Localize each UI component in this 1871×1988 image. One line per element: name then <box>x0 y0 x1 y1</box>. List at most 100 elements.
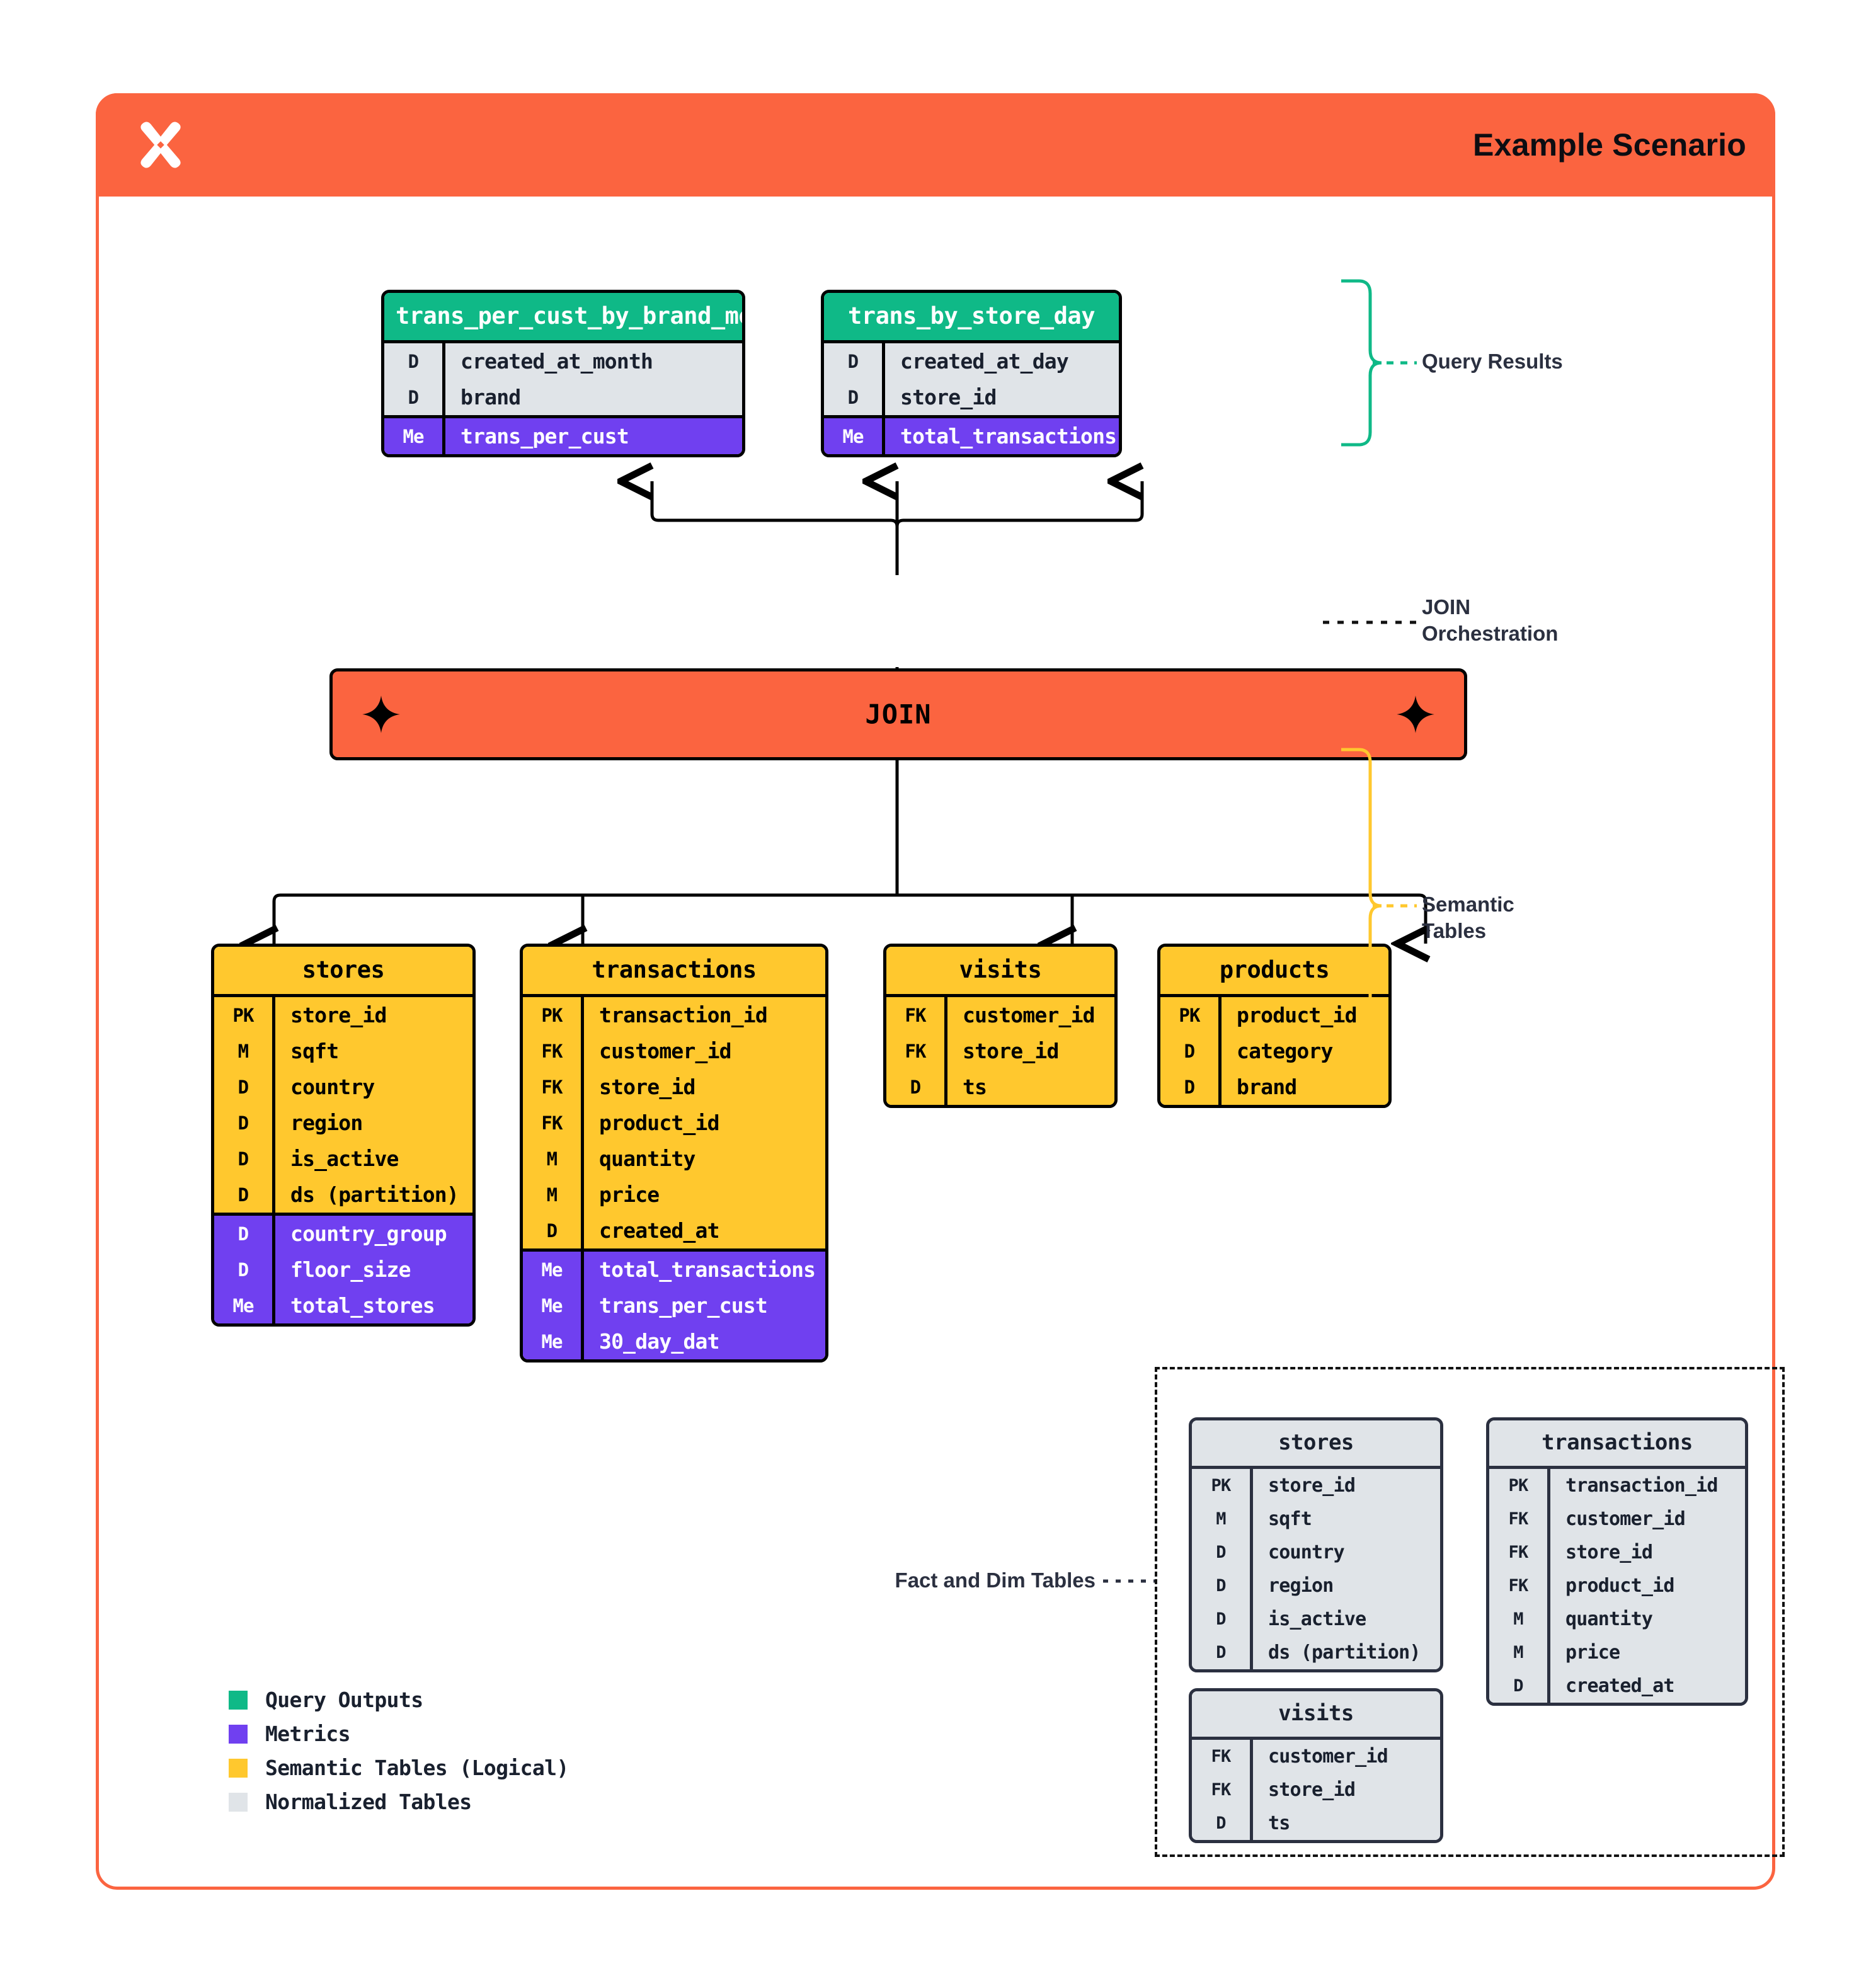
col-name: country <box>272 1069 472 1105</box>
table-header: products <box>1160 947 1388 994</box>
col-kind: D <box>847 386 859 408</box>
legend-item-semantic-tables: Semantic Tables (Logical) <box>229 1756 569 1780</box>
legend-item-normalized-tables: Normalized Tables <box>229 1790 569 1814</box>
col-name: region <box>272 1105 472 1141</box>
col-name: ds (partition) <box>1250 1636 1440 1669</box>
col-name: store_id <box>944 1033 1114 1069</box>
col-kind: D <box>1216 1814 1226 1833</box>
col-kind: FK <box>541 1040 563 1062</box>
col-kind: Me <box>541 1259 563 1281</box>
col-kind: D <box>1216 1643 1226 1662</box>
col-kind: D <box>847 350 859 372</box>
col-kind: D <box>546 1220 558 1242</box>
legend-item-query-outputs: Query Outputs <box>229 1688 569 1712</box>
annotation-fact-and-dim-tables: Fact and Dim Tables <box>895 1568 1096 1592</box>
legend-label: Metrics <box>265 1722 350 1746</box>
table-row: FK store_id <box>1192 1773 1440 1807</box>
col-kind: D <box>408 350 419 372</box>
legend-swatch-icon <box>229 1792 248 1812</box>
col-kind: D <box>1216 1543 1226 1562</box>
table-row: FK customer_id <box>523 1033 825 1069</box>
col-kind: Me <box>541 1294 563 1317</box>
col-name: transaction_id <box>581 997 825 1033</box>
table-header: transactions <box>1489 1420 1745 1466</box>
col-name: product_id <box>581 1105 825 1141</box>
col-name: store_id <box>1250 1773 1440 1807</box>
col-name: customer_id <box>1250 1740 1440 1773</box>
col-kind: D <box>237 1184 249 1206</box>
join-orchestration-bar[interactable]: JOIN <box>329 668 1467 760</box>
col-name: store_id <box>1250 1469 1440 1502</box>
col-kind: FK <box>905 1004 926 1026</box>
col-kind: PK <box>1508 1476 1529 1495</box>
table-header: trans_by_store_day <box>824 293 1119 340</box>
col-kind: D <box>408 386 419 408</box>
col-name: store_id <box>882 379 1119 415</box>
col-kind: Me <box>541 1330 563 1352</box>
col-name: price <box>581 1177 825 1213</box>
col-name: created_at <box>1547 1669 1745 1703</box>
table-row: D created_at_day <box>824 343 1119 379</box>
query-result-node-trans-per-cust-by-brand-month[interactable]: trans_per_cust_by_brand_month D created_… <box>381 290 745 457</box>
col-kind: FK <box>1211 1780 1232 1800</box>
col-kind: FK <box>1508 1576 1529 1596</box>
table-row: D created_at_month <box>384 343 742 379</box>
dimension-rows: D created_at_month D brand <box>384 340 742 415</box>
sparkle-icon <box>1396 695 1435 734</box>
sparkle-icon <box>362 695 401 734</box>
col-name: floor_size <box>272 1252 472 1288</box>
col-kind: PK <box>232 1004 254 1026</box>
col-name: category <box>1218 1033 1388 1069</box>
query-result-node-trans-by-store-day[interactable]: trans_by_store_day D created_at_day D st… <box>821 290 1122 457</box>
col-kind: D <box>1513 1676 1523 1696</box>
col-name: created_at <box>581 1213 825 1248</box>
col-name: country_group <box>272 1216 472 1252</box>
col-kind: Me <box>403 425 424 447</box>
table-row: D brand <box>384 379 742 415</box>
col-name: sqft <box>272 1033 472 1069</box>
col-kind: D <box>1216 1609 1226 1629</box>
col-name: brand <box>442 379 742 415</box>
col-name: country <box>1250 1536 1440 1569</box>
legend-swatch-icon <box>229 1724 248 1744</box>
col-kind: PK <box>541 1004 563 1026</box>
col-name: region <box>1250 1569 1440 1602</box>
col-name: customer_id <box>581 1033 825 1069</box>
col-name: store_id <box>581 1069 825 1105</box>
legend-item-metrics: Metrics <box>229 1722 569 1746</box>
col-name: quantity <box>581 1141 825 1177</box>
legend-label: Normalized Tables <box>265 1790 472 1814</box>
join-label: JOIN <box>865 699 932 730</box>
col-name: store_id <box>272 997 472 1033</box>
col-kind: M <box>546 1148 558 1170</box>
col-kind: D <box>1216 1576 1226 1596</box>
table-row: PK store_id <box>214 997 472 1033</box>
col-name: created_at_day <box>882 343 1119 379</box>
col-kind: D <box>237 1148 249 1170</box>
col-name: product_id <box>1218 997 1388 1033</box>
col-kind: FK <box>1508 1509 1529 1529</box>
page-title: Example Scenario <box>1473 127 1746 163</box>
